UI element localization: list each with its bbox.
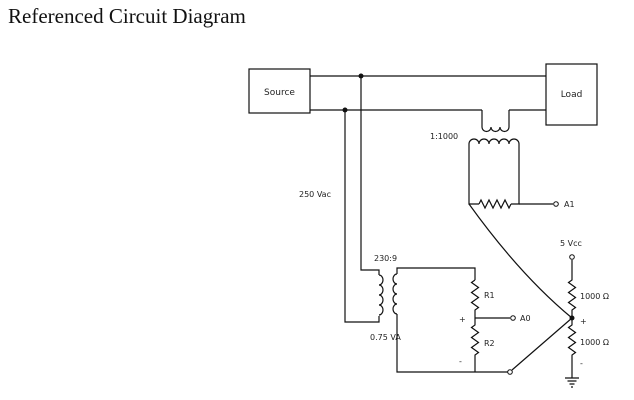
pt-primary-coil (378, 274, 384, 316)
switch-arm (511, 317, 573, 371)
burden-resistor (478, 198, 512, 210)
ct-return-wire (468, 203, 573, 319)
plus-right-label: + (580, 317, 587, 326)
ct-primary-coil (481, 110, 510, 133)
a1-label: A1 (564, 200, 575, 209)
a0-terminal (510, 315, 516, 321)
page-title: Referenced Circuit Diagram (8, 4, 246, 28)
mains-voltage-label: 250 Vac (299, 190, 331, 199)
ct-secondary-coil (468, 138, 520, 149)
load-label: Load (561, 90, 583, 100)
r2-resistor (470, 318, 480, 372)
ct-ratio-label: 1:1000 (430, 132, 458, 141)
r-top-resistor (567, 260, 577, 318)
source-label: Source (264, 88, 295, 98)
pt-secondary-top-wire (396, 267, 476, 280)
r-top-label: 1000 Ω (580, 292, 609, 301)
minus-right-label: - (580, 359, 583, 368)
r1-label: R1 (484, 291, 495, 300)
r-bottom-resistor (567, 318, 577, 375)
plus-left-label: + (459, 315, 466, 324)
r1-resistor (470, 279, 480, 318)
switch-terminal (507, 369, 513, 375)
r2-label: R2 (484, 339, 495, 348)
r-bottom-label: 1000 Ω (580, 338, 609, 347)
pt-feed-neutral (344, 110, 380, 323)
a1-terminal (553, 201, 559, 207)
source-block (248, 68, 311, 114)
vcc-label: 5 Vcc (560, 239, 582, 248)
pt-feed-line (360, 76, 380, 275)
ct-secondary-wires (468, 149, 520, 205)
pt-secondary-bottom-wire (396, 314, 508, 373)
minus-left-label: - (459, 357, 462, 366)
pt-ratio-label: 230:9 (374, 254, 397, 263)
a0-label: A0 (520, 314, 531, 323)
vcc-terminal (569, 254, 575, 260)
load-block (545, 63, 598, 126)
pt-secondary-coil (392, 273, 398, 315)
ground-icon (565, 375, 579, 388)
pt-rating-label: 0.75 VA (370, 333, 401, 342)
